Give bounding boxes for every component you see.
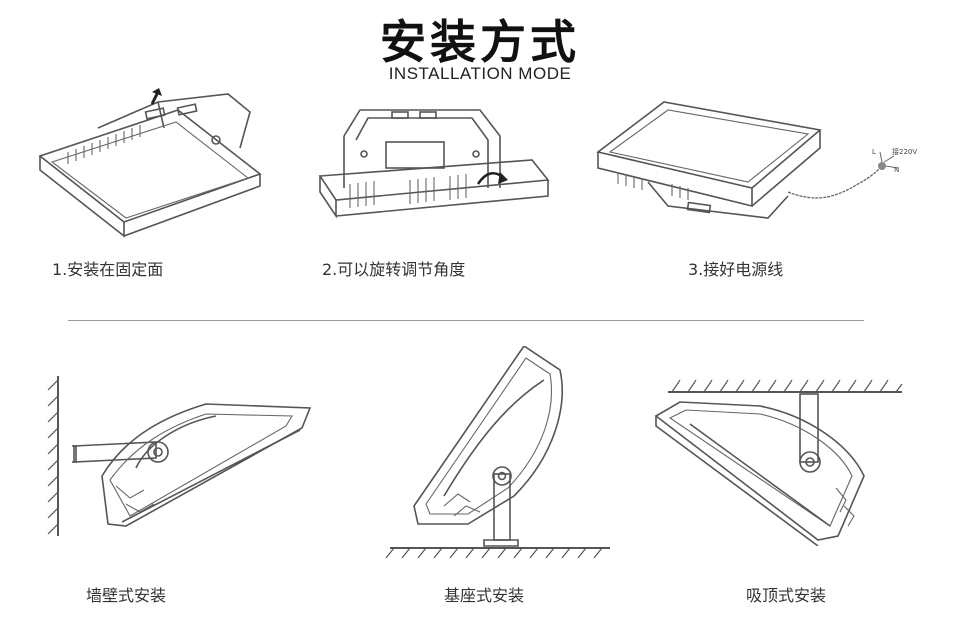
wiring-l-label: L <box>872 148 876 156</box>
step1-caption: 1.安装在固定面 <box>52 260 164 279</box>
base-mount-figure <box>384 346 614 561</box>
wall-mount-figure <box>46 376 326 541</box>
wiring-n-label: N <box>894 166 899 174</box>
step2-figure <box>300 96 560 231</box>
wall-mount-caption: 墙壁式安装 <box>86 586 167 605</box>
step3-figure: 接220V L N <box>588 96 938 231</box>
ceiling-mount-caption: 吸顶式安装 <box>746 586 827 605</box>
page-title: 安装方式 <box>380 15 580 69</box>
ceiling-mount-figure <box>650 376 912 546</box>
page-subtitle: INSTALLATION MODE <box>388 64 572 83</box>
base-mount-caption: 基座式安装 <box>444 586 525 605</box>
section-divider <box>68 320 864 321</box>
step2-caption: 2.可以旋转调节角度 <box>322 260 466 279</box>
step1-figure <box>28 88 273 238</box>
wiring-voltage-label: 接220V <box>892 147 917 156</box>
step3-caption: 3.接好电源线 <box>688 260 784 279</box>
